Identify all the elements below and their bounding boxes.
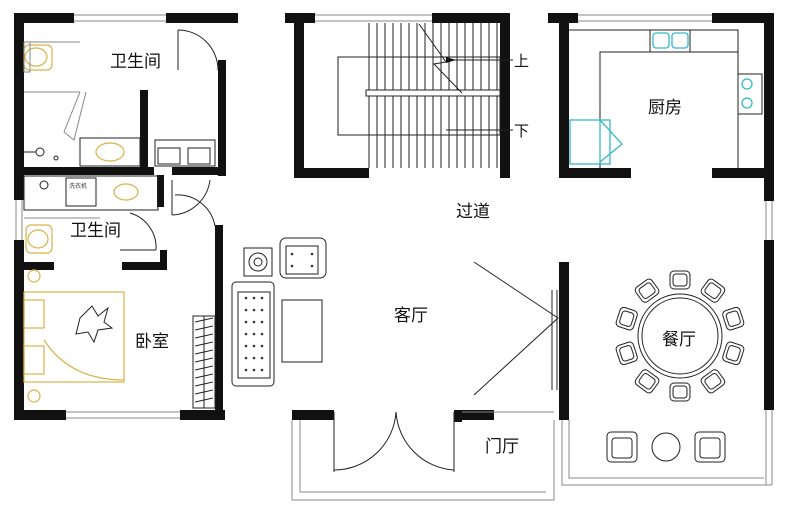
sofa-tuft [252,320,256,324]
dining-chair [669,270,691,290]
closet-hanger [194,365,214,371]
dining-chair [700,278,726,303]
closet-hanger [194,325,214,331]
dining-chair [669,382,691,402]
closet-hanger [194,349,214,355]
sofa-tuft [252,356,256,360]
bathroom-top-label: 卫生间 [110,52,161,72]
sofa-tuft [260,368,264,372]
corridor-label: 过道 [456,202,490,222]
sofa-tuft [244,296,248,300]
porch-outline [291,411,772,501]
closet-hanger [194,341,214,347]
dining-chair [615,341,638,366]
bedroom-label: 卧室 [135,332,169,352]
sofa-tuft [260,356,264,360]
mid-bath-fixtures: 洗衣机 [23,175,159,254]
sofa-tuft [244,332,248,336]
kitchen-label: 厨房 [648,98,682,118]
dining-chair [634,369,660,394]
dining-set [606,270,745,463]
interior-walls [14,13,774,422]
sofa-tuft [244,320,248,324]
bedroom-closet [192,315,216,409]
sofa-tuft [252,368,256,372]
sofa-tuft [252,296,256,300]
living-furniture [231,237,327,387]
closet-hanger [194,381,214,387]
dining-chair [634,278,660,303]
sofa-tuft [260,344,264,348]
sofa-tuft [244,308,248,312]
outer-walls [14,13,774,420]
sofa-tuft [260,296,264,300]
closet-hanger [194,333,214,339]
dining-room-label: 餐厅 [662,330,696,350]
closet-hanger [194,389,214,395]
stairs-down-label: 下 [514,122,529,140]
sofa-tuft [252,308,256,312]
doors [120,29,559,472]
closet-hanger [194,317,214,323]
top-bath-fixtures [23,41,216,167]
closet-hanger [194,373,214,379]
dining-chair [615,306,638,331]
sofa-tuft [260,308,264,312]
closet-hanger [194,397,214,403]
bed [23,269,125,403]
dining-chair [700,369,726,394]
sofa-tuft [252,332,256,336]
stairs-up-label: 上 [514,52,529,70]
sofa-tuft [244,344,248,348]
washer-label: 洗衣机 [69,182,87,190]
kitchen-fixtures [569,29,763,168]
dining-chair [722,306,745,331]
foyer-label: 门厅 [485,437,519,457]
closet-hanger [194,357,214,363]
staircase [337,23,513,168]
sofa-tuft [244,356,248,360]
sofa-tuft [244,368,248,372]
windows [15,14,773,485]
bathroom-mid-label: 卫生间 [70,221,121,241]
living-room-label: 客厅 [394,306,428,326]
dining-chair [722,341,745,366]
sofa-tuft [260,320,264,324]
sofa-tuft [252,344,256,348]
sofa-tuft [260,332,264,336]
